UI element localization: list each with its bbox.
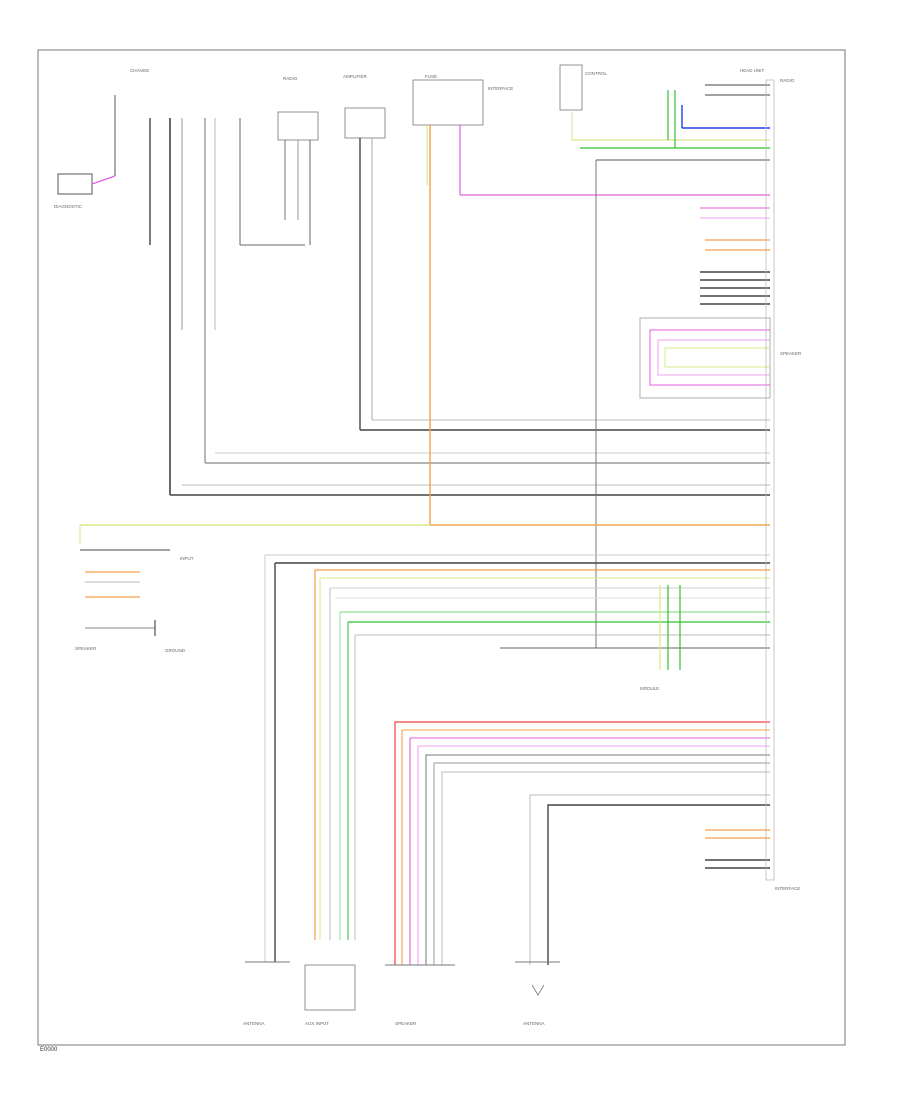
module-c-label: FUSE [425,74,437,79]
speaker-feed-lines [659,585,681,670]
speaker-colored-bundle [394,721,770,965]
wire-magenta-left-box [91,175,116,185]
module-ab-wires [170,138,770,496]
left-component-label: DIAGNOSTIC [54,204,83,209]
bottom-label-1: ANTENNA [243,1021,265,1026]
descending-verticals [264,555,356,962]
bottom-label-3: SPEAKER [395,1021,417,1026]
lower-horizontal-bundle [265,554,770,649]
diagram-border [37,49,846,1046]
module-e-label: CONTROL [585,71,607,76]
module-b-label: AMPLIFIER [343,74,368,79]
left-component-box [57,173,93,195]
right-short-leads [700,239,770,305]
magenta-wires [459,125,770,219]
left-connector-group [79,525,170,636]
antenna-lead [529,794,770,965]
diagram-code: E0000 [40,1047,58,1053]
mid-left-note: INPUT [180,556,194,561]
left-connector-note: SPEAKER [75,646,97,651]
loop-wire-group [639,317,771,399]
module-b-box [344,107,386,139]
right-edge-connector [765,79,775,881]
top-left-header: CHANGE [130,68,149,73]
right-header: RADIO [780,78,795,83]
right-lower-leads [705,829,770,869]
control-wires [571,84,770,648]
module-a-label: RADIO [283,76,298,81]
bottom-label-2: AUX INPUT [305,1021,329,1026]
right-component-note: MODULE [640,686,659,691]
right-mid-note: SPEAKER [780,351,802,356]
module-d-label: INTERFACE [488,86,513,91]
module-c-box [412,79,484,126]
module-e-box [559,64,583,111]
right-lower-note: INTERFACE [775,886,800,891]
left-vertical-wires [114,95,305,495]
bottom-components [245,961,560,1011]
bottom-label-4: ANTENNA [523,1021,545,1026]
module-a-box [277,111,319,141]
module-f-label: HEAD UNIT [740,68,765,73]
ground-label: GROUND [165,648,186,653]
